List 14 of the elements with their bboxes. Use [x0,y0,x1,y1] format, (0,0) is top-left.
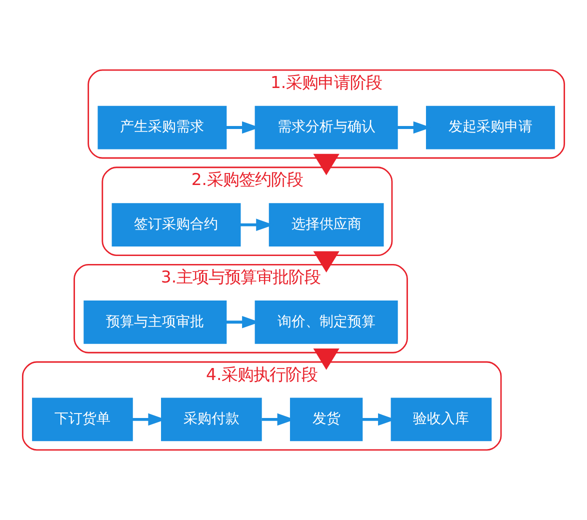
node-box: 选择供应商 [268,203,384,247]
node-box: 验收入库 [390,398,492,442]
arrow [313,348,340,370]
node-box: 发货 [290,398,363,442]
node-box: 签订采购合约 [112,203,241,247]
node-box: 发起采购申请 [426,106,555,150]
node-box: 预算与主项审批 [84,300,227,344]
node-box: 询价、制定预算 [254,300,398,344]
node-box: 下订货单 [32,398,133,442]
node-box: 产生采购需求 [98,106,227,150]
arrow [313,251,340,273]
node-box: 需求分析与确认 [254,106,398,150]
arrow [313,154,340,176]
node-box: 采购付款 [161,398,262,442]
